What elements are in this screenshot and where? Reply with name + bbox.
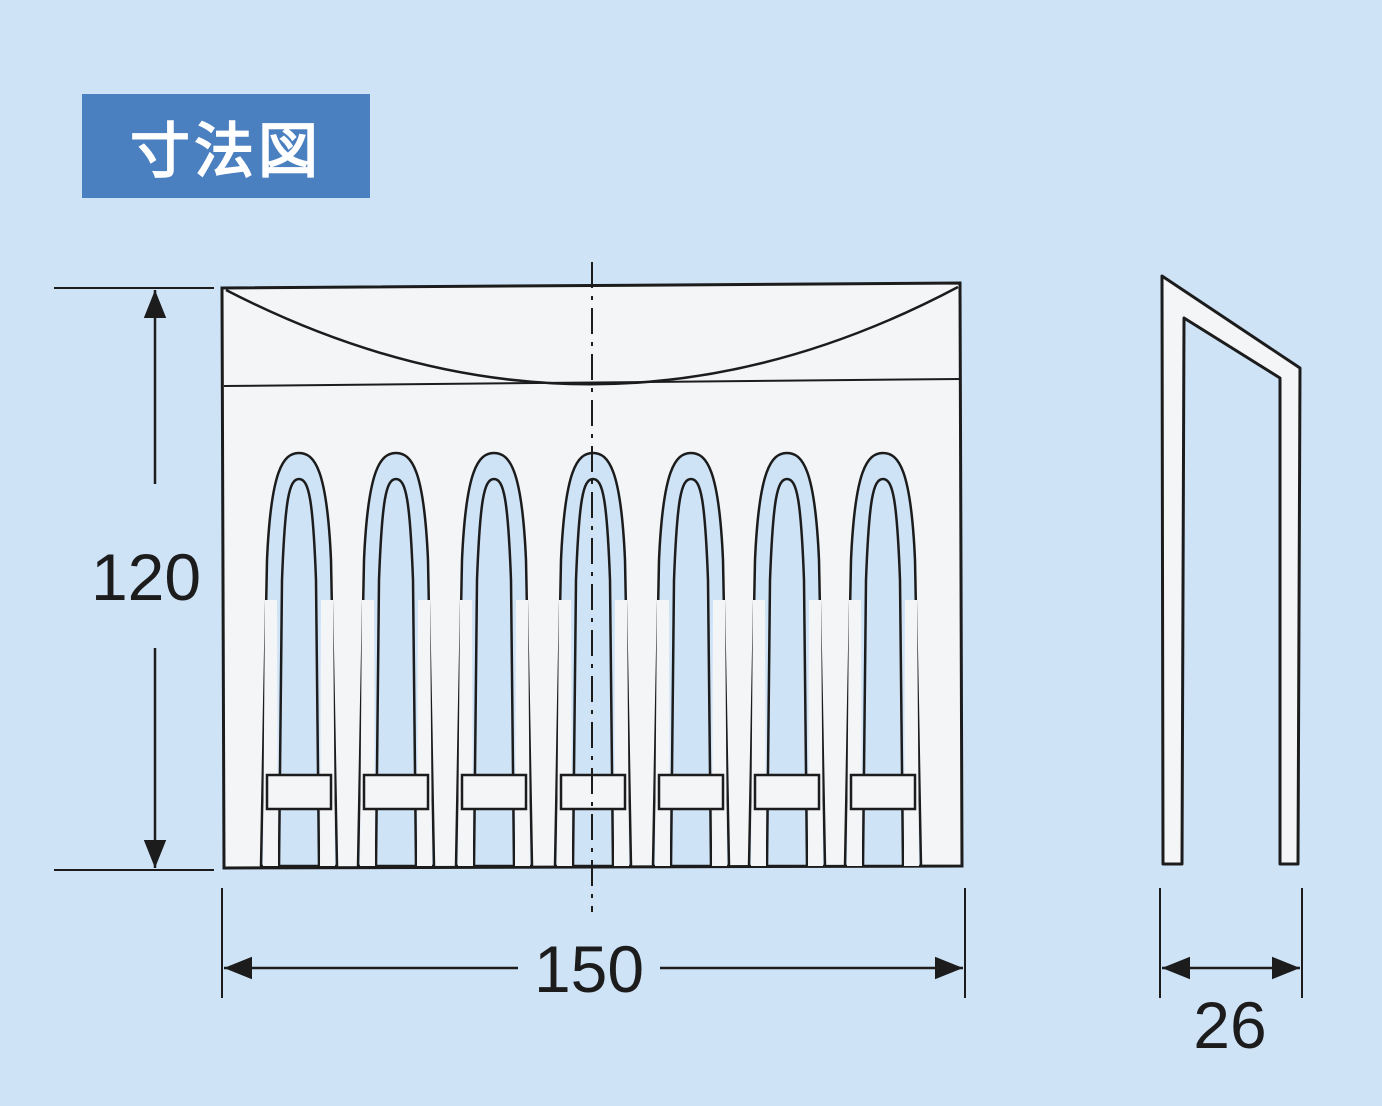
title-badge: 寸法図 bbox=[82, 94, 370, 198]
slot-rib bbox=[655, 600, 670, 866]
front-view bbox=[220, 262, 964, 912]
slot-rib bbox=[417, 600, 432, 866]
depth-dimension: 26 bbox=[1159, 888, 1303, 1062]
side-profile bbox=[1160, 274, 1302, 866]
slot-inner-arch bbox=[571, 477, 615, 867]
depth-dimension-label: 26 bbox=[1193, 988, 1266, 1062]
top-band-line bbox=[223, 378, 961, 387]
height-dimension: 120 bbox=[54, 287, 214, 871]
slot-rib bbox=[360, 600, 375, 866]
slot-rib bbox=[614, 600, 629, 866]
slot-rib bbox=[458, 600, 473, 866]
width-dimension: 150 bbox=[221, 888, 966, 1006]
side-view bbox=[1160, 274, 1302, 866]
height-dimension-label: 120 bbox=[91, 540, 201, 614]
slot-rib bbox=[904, 600, 919, 866]
slot-rib bbox=[712, 600, 727, 866]
slot-rib bbox=[320, 600, 335, 866]
crossbar-segment bbox=[753, 773, 821, 811]
slot-rib bbox=[557, 600, 572, 866]
crossbar-segment bbox=[849, 773, 917, 811]
slot-rib bbox=[751, 600, 766, 866]
slot-inner-arch bbox=[374, 477, 418, 867]
crossbar-segment bbox=[362, 773, 430, 811]
slot-rib bbox=[847, 600, 862, 866]
slot-inner-arch bbox=[765, 477, 809, 867]
crossbar-segment bbox=[460, 773, 528, 811]
width-dimension-label: 150 bbox=[534, 932, 644, 1006]
slot-rib bbox=[808, 600, 823, 866]
slot-inner-arch bbox=[861, 477, 905, 867]
crossbar-segment bbox=[657, 773, 725, 811]
top-curve bbox=[225, 285, 959, 386]
slot-inner-arch bbox=[669, 477, 713, 867]
slot-inner-arch bbox=[472, 477, 516, 867]
crossbar-segment bbox=[265, 773, 333, 811]
slot-rib bbox=[263, 600, 278, 866]
slot-rib bbox=[515, 600, 530, 866]
slot-inner-arch bbox=[277, 477, 321, 867]
